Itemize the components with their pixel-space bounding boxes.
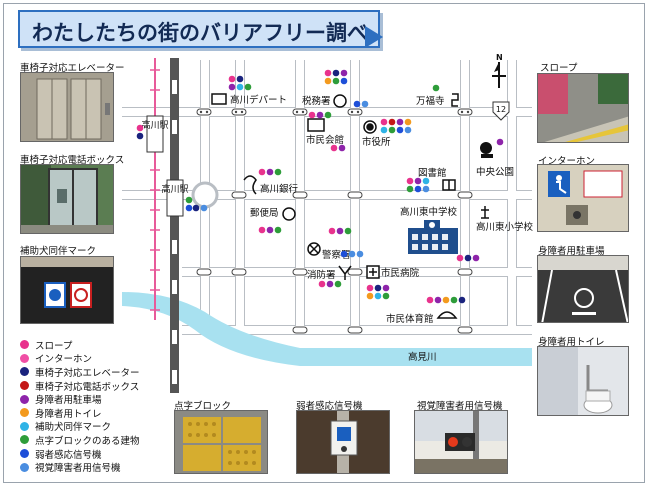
station-2-label: 高川駅 xyxy=(161,183,188,195)
department-store-icon xyxy=(211,93,227,105)
label-post-office: 郵便局 xyxy=(250,207,279,219)
station-2-box xyxy=(166,179,184,217)
photo-label-toilet: 身障者用トイレ xyxy=(538,337,605,348)
label-temple: 万福寺 xyxy=(416,95,445,107)
svg-text:N: N xyxy=(496,53,503,62)
legend-elevator-dot xyxy=(20,367,29,377)
legend-item: 身障者用駐車場 xyxy=(20,392,140,406)
legend-label: 車椅子対応エレベーター xyxy=(35,367,140,379)
label-fire-station: 消防署 xyxy=(307,269,336,281)
photo-label-tactile: 点字ブロック xyxy=(174,401,232,412)
legend-label: スロープ xyxy=(35,340,73,352)
gymnasium-icon xyxy=(436,311,458,319)
route-number: 12 xyxy=(496,105,506,114)
legend-item: 点字ブロックのある建物 xyxy=(20,433,140,447)
photo-phone-booth xyxy=(20,164,114,234)
photo-toilet xyxy=(537,346,629,416)
label-central-park: 中央公園 xyxy=(476,166,514,178)
legend-weak-signal-dot xyxy=(20,449,29,459)
label-gymnasium: 市民体育館 xyxy=(386,313,434,325)
legend-label: インターホン xyxy=(35,354,93,366)
legend-item: 身障者用トイレ xyxy=(20,406,140,420)
photo-tactile xyxy=(174,410,268,474)
route-sign-icon xyxy=(492,101,510,121)
photo-label-service-dog: 補助犬同伴マーク xyxy=(20,246,97,257)
roundabout xyxy=(191,181,219,209)
label-library: 図書館 xyxy=(418,167,447,179)
legend-item: 車椅子対応電話ボックス xyxy=(20,379,140,393)
station-1-label: 高川駅 xyxy=(141,119,168,131)
label-civic-hall: 市民会館 xyxy=(306,134,344,146)
legend-item: 弱者感応信号機 xyxy=(20,447,140,461)
river-label: 高見川 xyxy=(408,351,437,363)
photo-service-dog xyxy=(20,256,114,324)
label-tax-office: 税務署 xyxy=(302,95,331,107)
photo-slope xyxy=(537,73,629,143)
legend-parking-dot xyxy=(20,394,29,404)
photo-label-visual-signal: 視覚障害者用信号機 xyxy=(417,401,503,412)
temple-icon xyxy=(451,93,459,107)
railway-dark xyxy=(170,58,179,393)
fire-station-icon xyxy=(338,265,352,280)
photo-visual-signal xyxy=(414,410,508,474)
junior-high-school-icon xyxy=(408,220,458,254)
page-title: わたしたちの街のバリアフリー調べ xyxy=(32,21,368,45)
photo-parking xyxy=(537,255,629,323)
police-station-icon xyxy=(307,242,321,256)
label-junior-high: 高川東中学校 xyxy=(400,206,458,218)
legend-interphone-dot xyxy=(20,353,29,363)
civic-hall-icon xyxy=(307,118,325,132)
title-banner: わたしたちの街のバリアフリー調べ xyxy=(18,10,380,48)
label-city-hall: 市役所 xyxy=(362,136,391,148)
photo-label-phone-booth: 車椅子対応電話ボックス xyxy=(20,155,125,166)
legend-label: 点字ブロックのある建物 xyxy=(35,435,140,447)
photo-weak-signal xyxy=(296,410,390,474)
elementary-school-icon xyxy=(481,206,489,219)
facility-dots xyxy=(136,69,504,304)
legend-item: 補助犬同伴マーク xyxy=(20,420,140,434)
legend-label: 補助犬同伴マーク xyxy=(35,422,112,434)
legend: スロープ インターホン 車椅子対応エレベーター 車椅子対応電話ボックス 身障者用… xyxy=(20,338,140,474)
photo-label-elevator: 車椅子対応エレベーター xyxy=(20,63,125,74)
legend-dog-dot xyxy=(20,421,29,431)
post-office-icon xyxy=(282,207,296,221)
label-elementary: 高川東小学校 xyxy=(476,221,534,233)
legend-label: 身障者用駐車場 xyxy=(35,395,102,407)
park-icon xyxy=(480,142,493,158)
title-banner-arrow xyxy=(365,26,383,48)
legend-label: 視覚障害者用信号機 xyxy=(35,463,121,475)
label-hospital: 市民病院 xyxy=(381,267,420,279)
legend-phone-dot xyxy=(20,381,29,391)
legend-item: インターホン xyxy=(20,352,140,366)
signal-markers xyxy=(196,108,473,334)
legend-slope-dot xyxy=(20,340,29,350)
legend-label: 車椅子対応電話ボックス xyxy=(35,381,140,393)
city-hall-icon xyxy=(363,120,377,134)
photo-elevator xyxy=(20,72,114,142)
bank-icon xyxy=(243,175,257,195)
legend-item: 車椅子対応エレベーター xyxy=(20,365,140,379)
north-arrow-icon: N xyxy=(492,53,506,88)
photo-label-slope: スロープ xyxy=(540,63,578,74)
photo-interphone xyxy=(537,164,629,232)
legend-toilet-dot xyxy=(20,408,29,418)
label-department-store: 高川デパート xyxy=(230,94,287,106)
legend-label: 弱者感応信号機 xyxy=(35,449,102,461)
photo-label-interphone: インターホン xyxy=(538,156,596,167)
station-1-box xyxy=(146,115,164,153)
river xyxy=(122,292,532,366)
tax-office-icon xyxy=(333,94,347,108)
legend-visual-signal-dot xyxy=(20,462,29,472)
label-bank: 高川銀行 xyxy=(260,183,299,195)
photo-label-parking: 身障者用駐車場 xyxy=(538,246,605,257)
photo-label-weak-signal: 弱者感応信号機 xyxy=(296,401,363,412)
legend-tactile-dot xyxy=(20,435,29,445)
legend-label: 身障者用トイレ xyxy=(35,408,102,420)
legend-item: スロープ xyxy=(20,338,140,352)
legend-item: 視覚障害者用信号機 xyxy=(20,460,140,474)
